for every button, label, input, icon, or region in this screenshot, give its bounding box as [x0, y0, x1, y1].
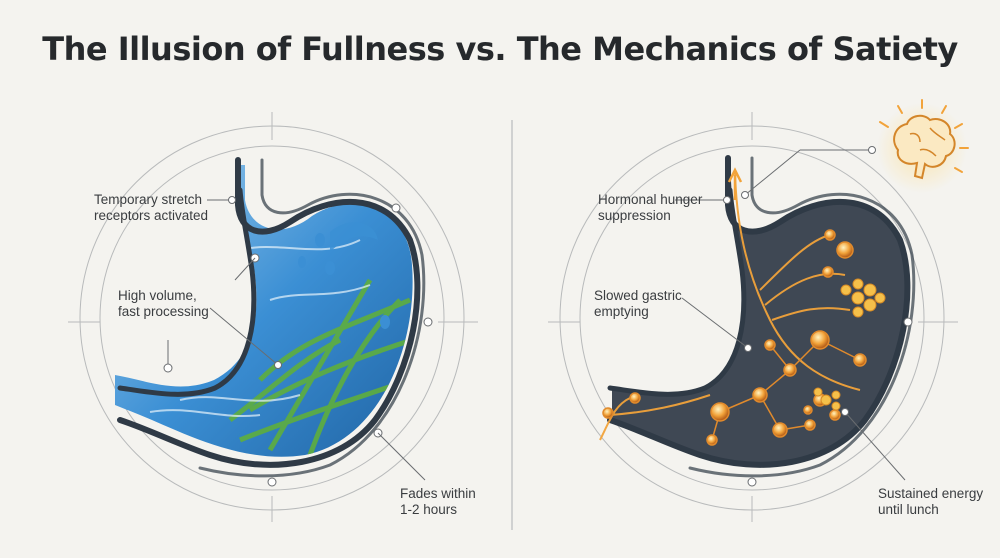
page-title: The Illusion of Fullness vs. The Mechani… [42, 30, 958, 68]
label-high-volume-line1: High volume, [118, 288, 197, 303]
nutrient-cluster [840, 278, 886, 318]
label-fades: Fades within 1-2 hours [400, 486, 500, 518]
upward-arrow-icon [727, 167, 743, 200]
brain-icon [893, 114, 956, 180]
nerve-pathways [599, 169, 861, 441]
water-splash [298, 222, 390, 329]
left-leaders [163, 196, 433, 487]
label-sustained: Sustained energy until lunch [878, 486, 996, 518]
label-sustained-line2: until lunch [878, 502, 939, 517]
label-stretch-line2: receptors activated [94, 208, 209, 223]
label-gastric-line1: Slowed gastric [594, 288, 682, 303]
label-sustained-line1: Sustained energy [878, 486, 984, 501]
label-hormonal: Hormonal hunger suppression [598, 192, 728, 224]
label-hormonal-line2: suppression [598, 208, 671, 223]
label-hormonal-line1: Hormonal hunger [598, 192, 703, 207]
label-high-volume-line2: fast processing [118, 304, 209, 319]
label-fades-line1: Fades within [400, 486, 476, 501]
nutrient-cluster-2 [813, 387, 841, 411]
left-guide-rings [68, 112, 478, 522]
label-high-volume: High volume, fast processing [118, 288, 228, 320]
label-gastric-line2: emptying [594, 304, 649, 319]
brain-rays [879, 99, 969, 173]
label-gastric: Slowed gastric emptying [594, 288, 704, 320]
label-stretch-line1: Temporary stretch [94, 192, 203, 207]
right-guide-rings [548, 112, 958, 522]
label-stretch-receptors: Temporary stretch receptors activated [94, 192, 234, 224]
right-leaders [675, 146, 913, 487]
molecule-network [602, 229, 876, 446]
label-fades-line2: 1-2 hours [400, 502, 458, 517]
